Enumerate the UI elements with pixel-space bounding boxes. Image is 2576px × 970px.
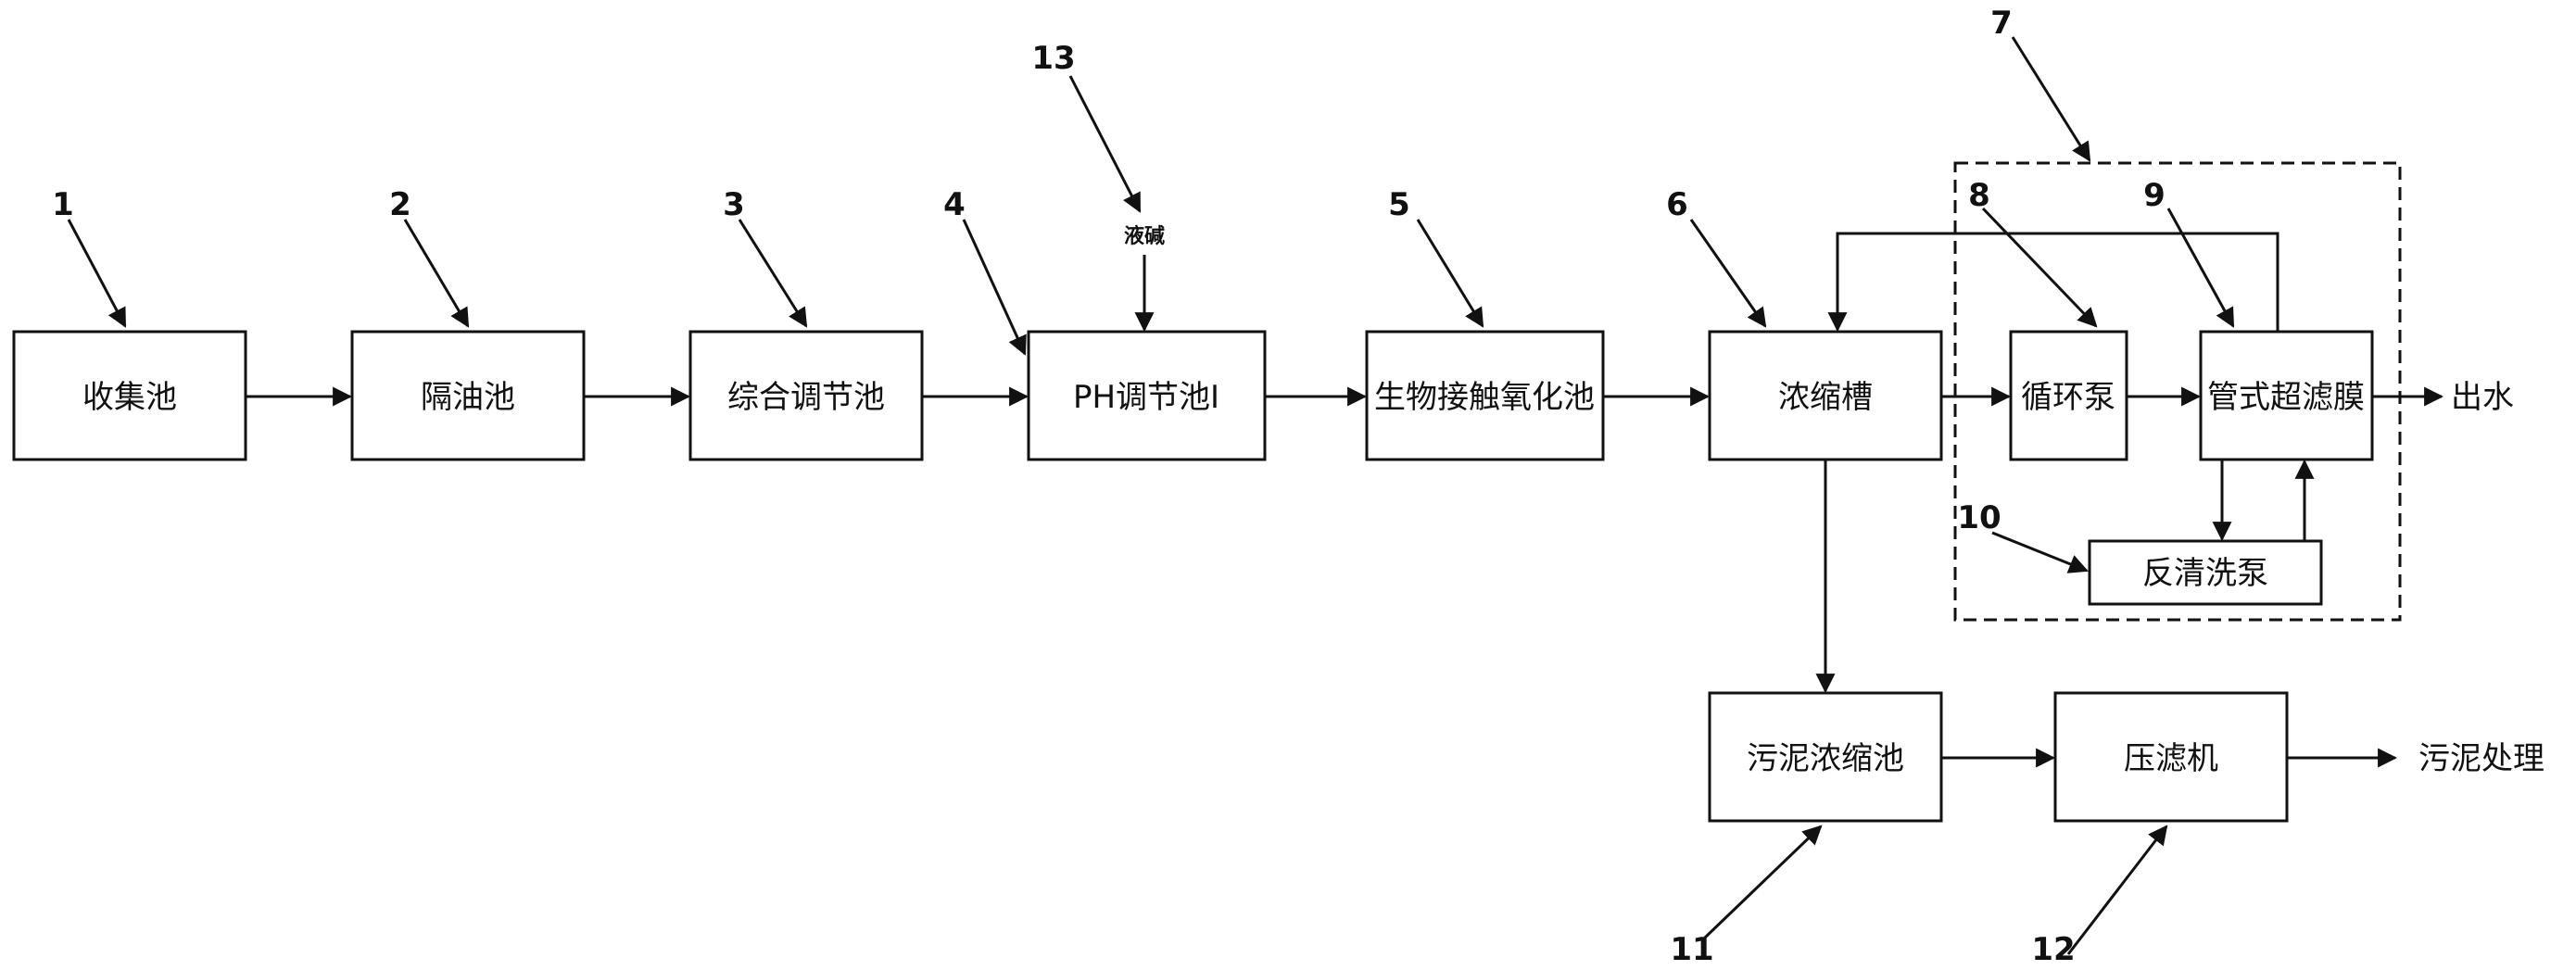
box-filter-press-label: 压滤机 (2124, 740, 2218, 777)
leader-9 (2166, 208, 2235, 328)
box-backwash-pump: 反清洗泵 (2088, 539, 2323, 606)
leader-5 (1416, 219, 1484, 328)
box-oil-separator-label: 隔油池 (421, 379, 515, 416)
leader-2 (403, 219, 470, 328)
leader-3 (738, 219, 808, 328)
leader-8 (1981, 207, 2098, 328)
caustic-label: 液碱 (1124, 224, 1165, 248)
box-circulation-pump: 循环泵 (2009, 330, 2128, 461)
box-backwash-pump-label: 反清洗泵 (2142, 555, 2268, 592)
callout-number-6: 6 (1666, 186, 1688, 223)
leader-4 (962, 219, 1027, 356)
callout-number-3: 3 (723, 186, 745, 223)
callout-number-5: 5 (1388, 186, 1410, 223)
callout-number-9: 9 (2143, 177, 2166, 214)
box-collection-tank: 收集池 (12, 330, 247, 461)
callout-number-10: 10 (1957, 499, 2001, 536)
box-filter-press: 压滤机 (2053, 691, 2289, 823)
box-sludge-thickener: 污泥浓缩池 (1708, 691, 1943, 823)
leader-13 (1068, 75, 1142, 213)
box-thickening-trough: 浓缩槽 (1708, 330, 1943, 461)
leader-6 (1689, 219, 1767, 328)
ultrafiltration-unit-boundary (1953, 161, 2402, 622)
box-oil-separator: 隔油池 (350, 330, 586, 461)
callout-number-8: 8 (1968, 177, 1990, 214)
leader-11 (1703, 825, 1823, 939)
box-circulation-pump-label: 循环泵 (2021, 379, 2115, 416)
box-bio-oxidation-tank: 生物接触氧化池 (1365, 330, 1605, 461)
recycle-arrow (1827, 232, 2279, 333)
effluent-label: 出水 (2451, 379, 2514, 416)
callout-number-7: 7 (1990, 5, 2013, 42)
box-tubular-uf-membrane-label: 管式超滤膜 (2207, 379, 2365, 416)
callout-number-1: 1 (52, 186, 74, 223)
callout-number-12: 12 (2031, 931, 2075, 968)
callout-number-2: 2 (389, 186, 411, 223)
box-thickening-trough-label: 浓缩槽 (1778, 379, 1873, 416)
box-equalization-tank-label: 综合调节池 (727, 379, 885, 416)
box-ph-tank-label: PH调节池Ⅰ (1073, 379, 1219, 416)
box-sludge-thickener-label: 污泥浓缩池 (1747, 740, 1904, 777)
leader-12 (2066, 825, 2168, 955)
leader-7 (2011, 36, 2091, 162)
box-bio-oxidation-tank-label: 生物接触氧化池 (1374, 379, 1595, 416)
callout-number-11: 11 (1670, 931, 1713, 968)
box-equalization-tank: 综合调节池 (688, 330, 924, 461)
box-tubular-uf-membrane: 管式超滤膜 (2199, 330, 2374, 461)
box-ph-tank: PH调节池Ⅰ (1027, 330, 1267, 461)
callout-number-13: 13 (1031, 40, 1075, 77)
sludge-disposal-label: 污泥处理 (2418, 740, 2544, 777)
leader-10 (1991, 531, 2089, 573)
leader-1 (67, 219, 127, 328)
callout-number-4: 4 (943, 186, 966, 223)
box-collection-tank-label: 收集池 (82, 379, 177, 416)
